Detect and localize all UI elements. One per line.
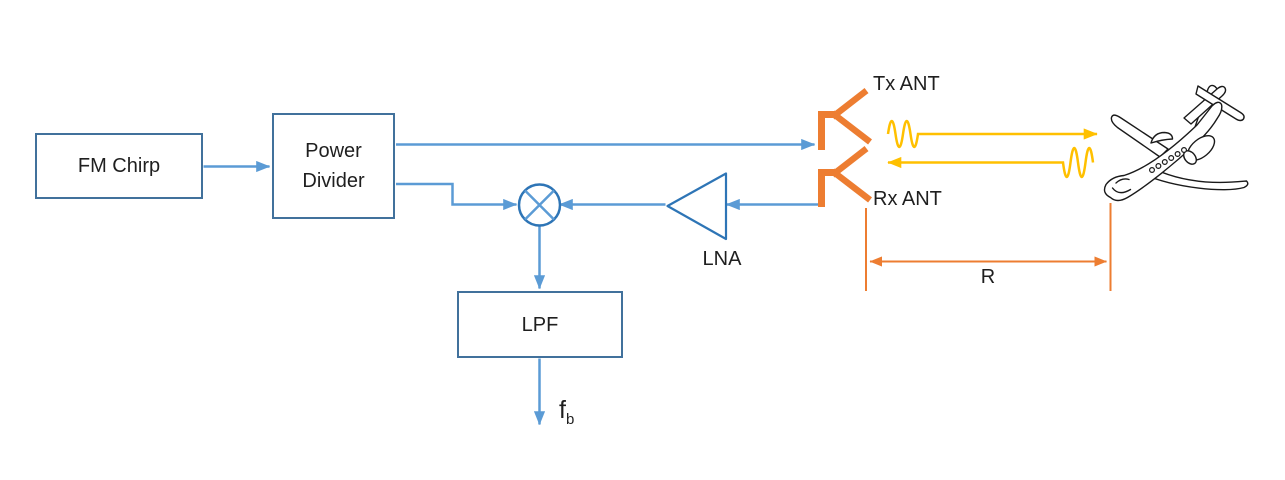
tx-antenna-label: Tx ANT bbox=[873, 73, 940, 95]
airplane-icon bbox=[1103, 84, 1249, 202]
rx-antenna-icon bbox=[818, 146, 872, 207]
reflected-wave-icon bbox=[887, 146, 1095, 179]
power-divider-label-line1: Power bbox=[305, 140, 362, 162]
power-divider-label-line2: Divider bbox=[302, 170, 365, 192]
fm-chirp-block: FM Chirp bbox=[35, 133, 203, 199]
beat-frequency-symbol: f bbox=[559, 396, 566, 424]
fm-chirp-label: FM Chirp bbox=[77, 155, 161, 177]
lna-amplifier-icon bbox=[666, 172, 728, 241]
power-divider-block: Power Divider bbox=[272, 113, 395, 219]
range-label: R bbox=[980, 266, 996, 288]
lpf-block: LPF bbox=[457, 291, 623, 358]
mixer-icon bbox=[517, 183, 562, 227]
transmitted-wave-icon bbox=[886, 119, 1098, 149]
rx-antenna-label: Rx ANT bbox=[873, 188, 942, 210]
beat-frequency-label: fb bbox=[559, 396, 574, 428]
lpf-label: LPF bbox=[521, 313, 559, 336]
arrow-powerdivider-to-mixer bbox=[396, 182, 518, 211]
lna-label: LNA bbox=[702, 248, 742, 270]
tx-antenna-icon bbox=[818, 88, 872, 150]
range-dimension-arrow bbox=[865, 203, 1112, 291]
beat-frequency-subscript: b bbox=[565, 411, 575, 428]
